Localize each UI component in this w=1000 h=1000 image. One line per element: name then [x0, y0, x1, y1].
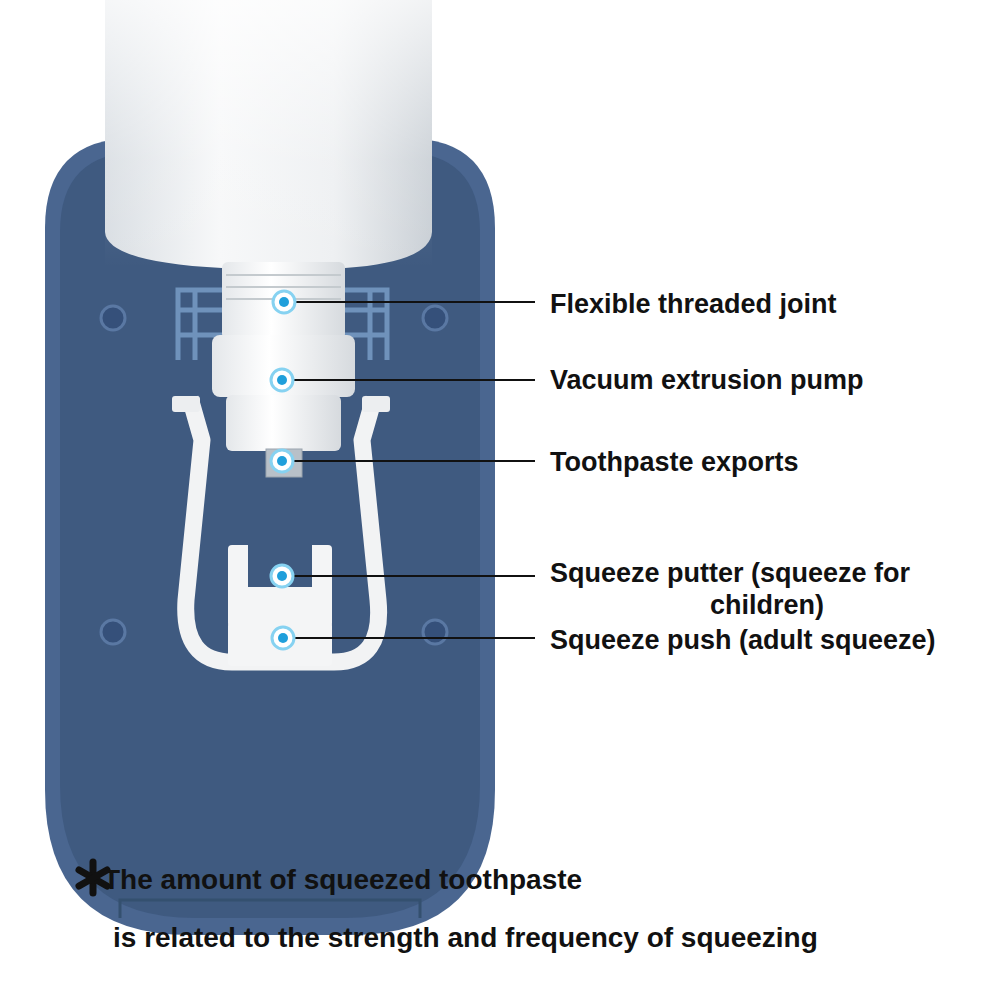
line-break-spacer: [590, 851, 985, 909]
callout-dots: [271, 291, 295, 649]
screw-holes: [101, 306, 447, 644]
note-text-body: The amount of squeezed toothpaste is rel…: [103, 864, 818, 953]
asterisk-symbol: [79, 862, 107, 893]
push-pad: [228, 622, 332, 666]
toothpaste-tube: [105, 0, 432, 268]
part-label: Squeeze putter (squeeze for children): [550, 557, 980, 621]
tube-fade: [105, 0, 432, 268]
note-text: The amount of squeezed toothpaste is rel…: [103, 851, 985, 967]
housing-notch: [120, 900, 420, 918]
part-label: Flexible threaded joint: [550, 288, 837, 320]
pivot-left: [172, 396, 200, 412]
pump-collar: [212, 335, 355, 397]
part-label: Vacuum extrusion pump: [550, 364, 864, 396]
squeeze-putter: [228, 545, 332, 627]
part-label: Toothpaste exports: [550, 446, 799, 478]
part-label: Squeeze push (adult squeeze): [550, 624, 936, 656]
putter-recess: [248, 545, 312, 587]
pivot-right: [362, 396, 390, 412]
pump-body: [226, 395, 341, 451]
nozzle: [266, 449, 302, 477]
leader-lines: [294, 302, 535, 638]
